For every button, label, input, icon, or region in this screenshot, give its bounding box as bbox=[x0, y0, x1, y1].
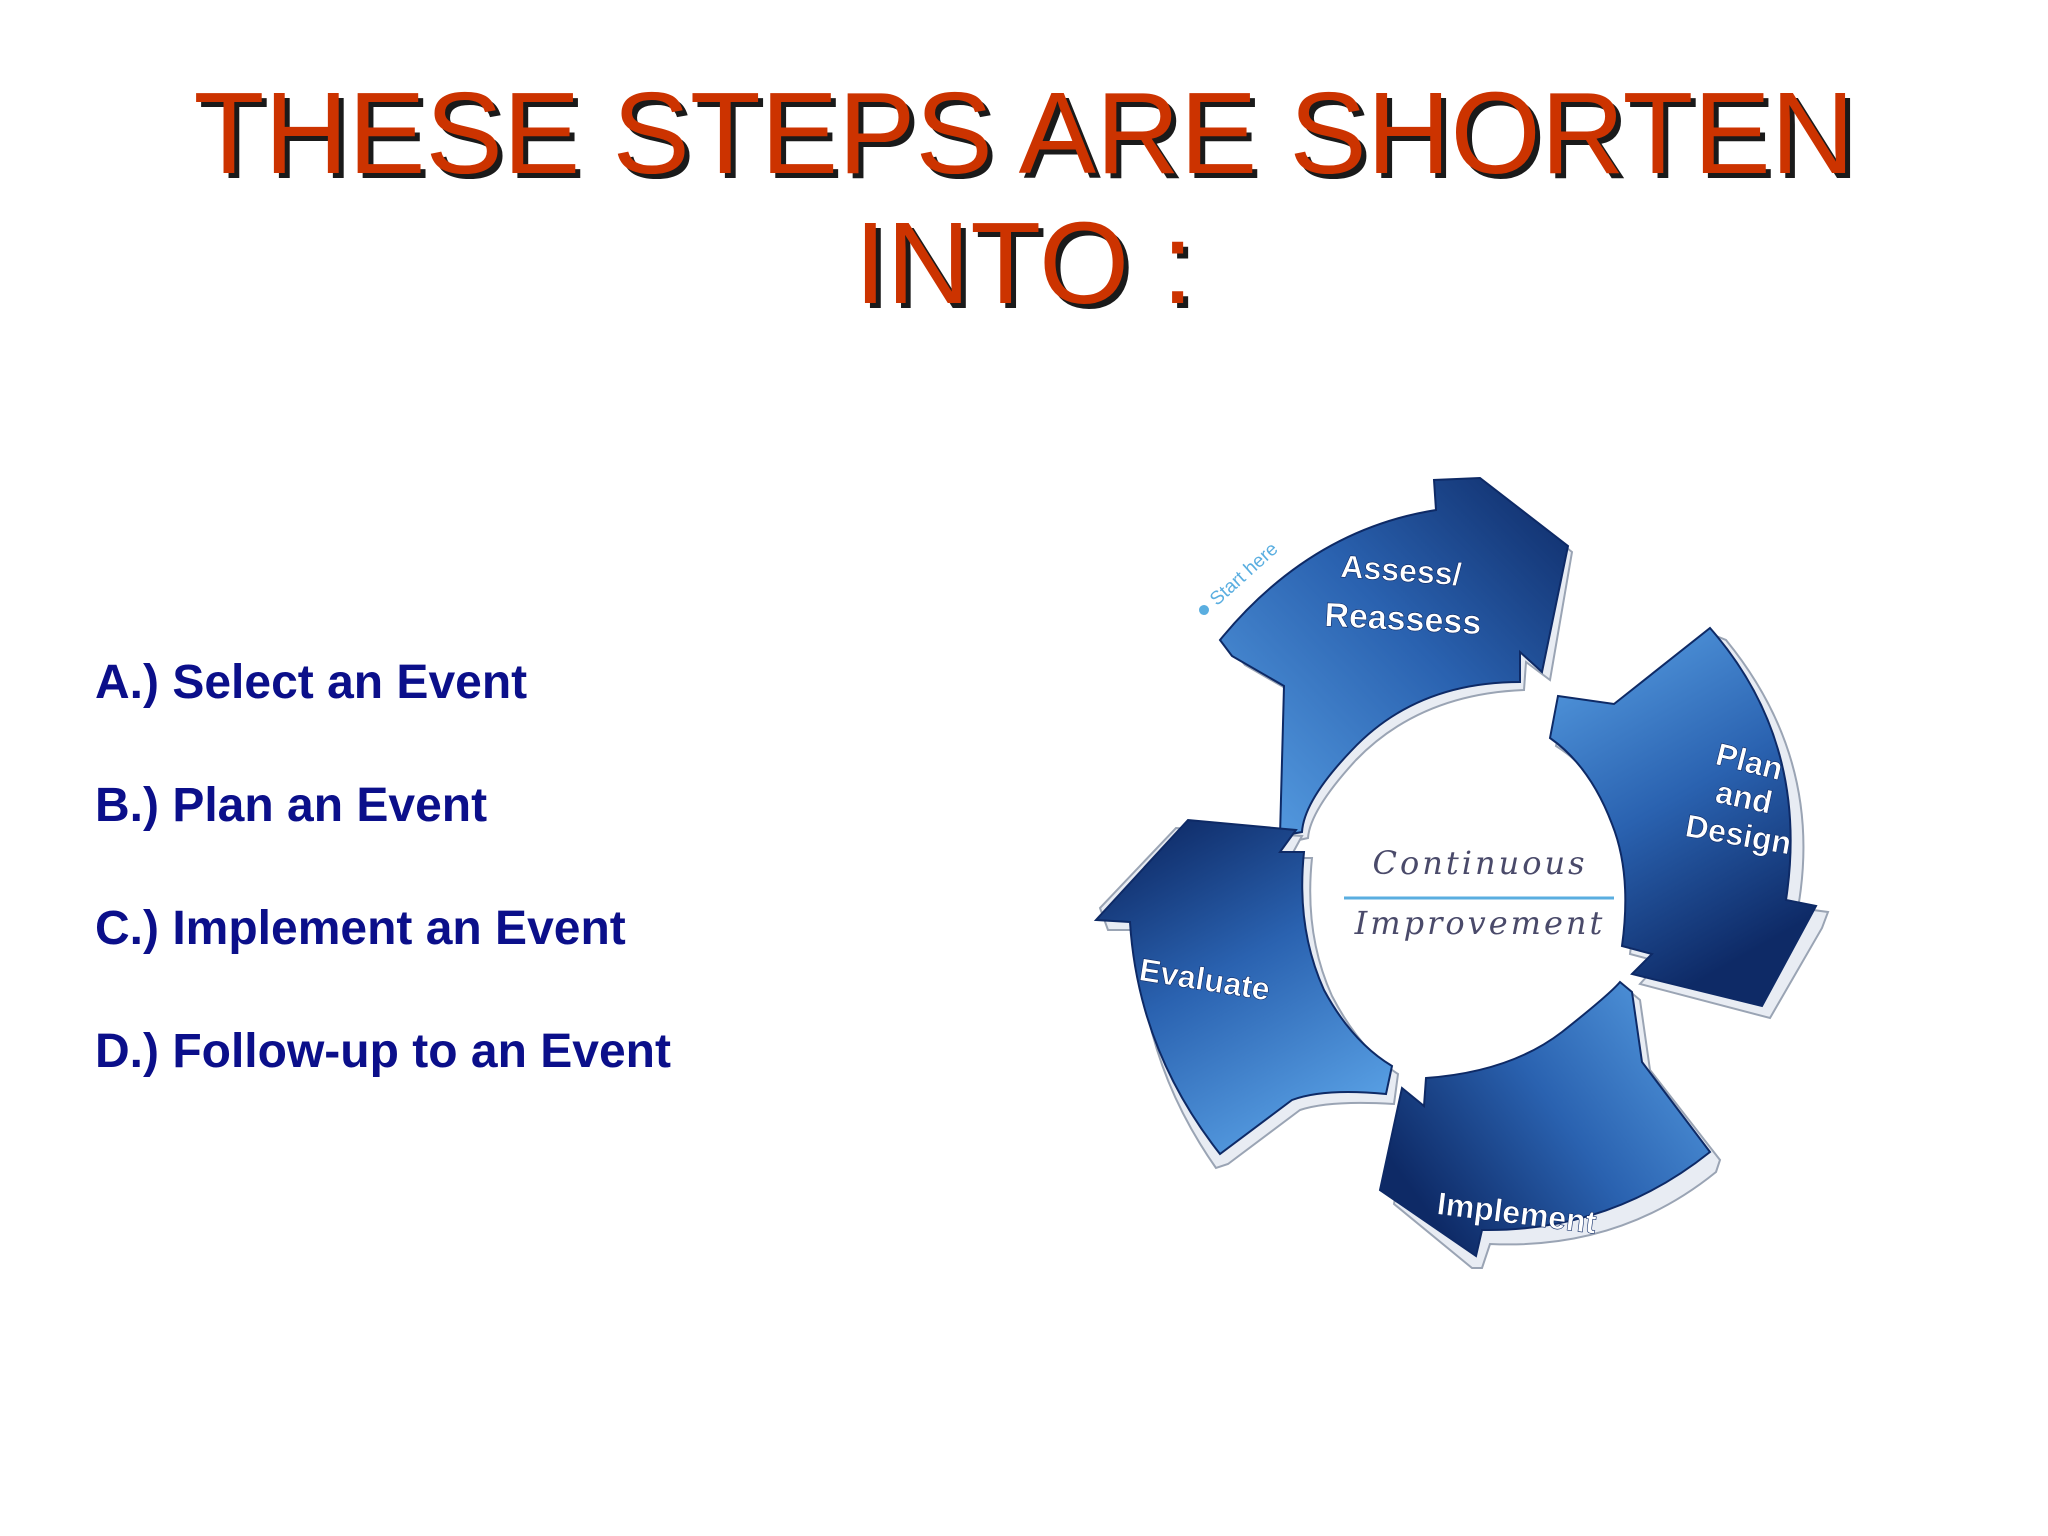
assess-label-line-2: Reassess bbox=[1324, 596, 1483, 642]
step-a: A.) Select an Event bbox=[95, 656, 528, 709]
slide-title-line-1: THESE STEPS ARE SHORTEN bbox=[193, 68, 1855, 198]
implement-arrow bbox=[1378, 980, 1722, 1269]
slide-title-line-2: INTO : bbox=[854, 198, 1194, 328]
center-label-line-2: Improvement bbox=[1354, 904, 1606, 942]
step-d: D.) Follow-up to an Event bbox=[95, 1025, 671, 1078]
continuous-improvement-cycle-diagram: Start here Assess/ Reassess Plan and Des… bbox=[1080, 460, 1880, 1360]
plan-design-arrow bbox=[1548, 626, 1830, 1020]
evaluate-arrow bbox=[1093, 818, 1400, 1170]
steps-list: A.) Select an Event B.) Plan an Event C.… bbox=[95, 648, 995, 1140]
start-here-dot bbox=[1199, 605, 1209, 615]
center-label-line-1: Continuous bbox=[1373, 844, 1588, 882]
slide-title: THESE STEPS ARE SHORTEN INTO : bbox=[0, 68, 2048, 328]
step-c: C.) Implement an Event bbox=[95, 902, 626, 955]
assess-arrow bbox=[1218, 476, 1574, 844]
step-b: B.) Plan an Event bbox=[95, 779, 488, 832]
assess-label-line-1: Assess/ bbox=[1340, 548, 1463, 592]
